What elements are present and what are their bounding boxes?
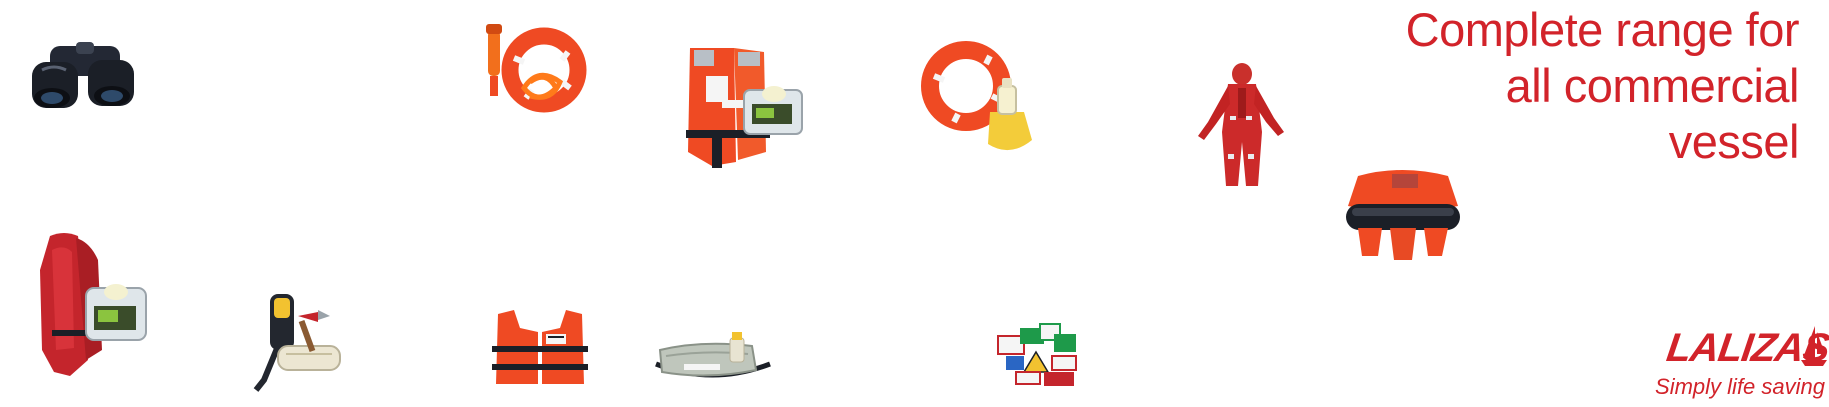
- sailboat-icon: [1801, 326, 1827, 366]
- lifejacket-with-light-icon: [682, 42, 806, 172]
- brand-logo: LALIZAS Simply life saving: [1655, 322, 1829, 402]
- binoculars-icon: [28, 40, 140, 114]
- liferaft-icon: [1342, 166, 1464, 264]
- fireman-outfit-icon: [252, 290, 348, 394]
- lifebuoy-with-smoke-signal-icon: [920, 40, 1040, 160]
- headline: Complete range for all commercial vessel: [1405, 2, 1800, 170]
- inflatable-lifejacket-icon: [30, 230, 148, 376]
- headline-line-1: Complete range for: [1405, 3, 1800, 56]
- headline-line-2: all commercial: [1505, 59, 1800, 112]
- lifebuoy-with-light-icon: [484, 22, 587, 120]
- work-vest-icon: [490, 308, 590, 388]
- brand-tagline: Simply life saving: [1655, 374, 1825, 399]
- escape-hood-bag-icon: [652, 330, 774, 388]
- immersion-suit-icon: [1194, 62, 1286, 192]
- safety-signs-icon: [996, 322, 1080, 388]
- headline-line-3: vessel: [1668, 115, 1800, 168]
